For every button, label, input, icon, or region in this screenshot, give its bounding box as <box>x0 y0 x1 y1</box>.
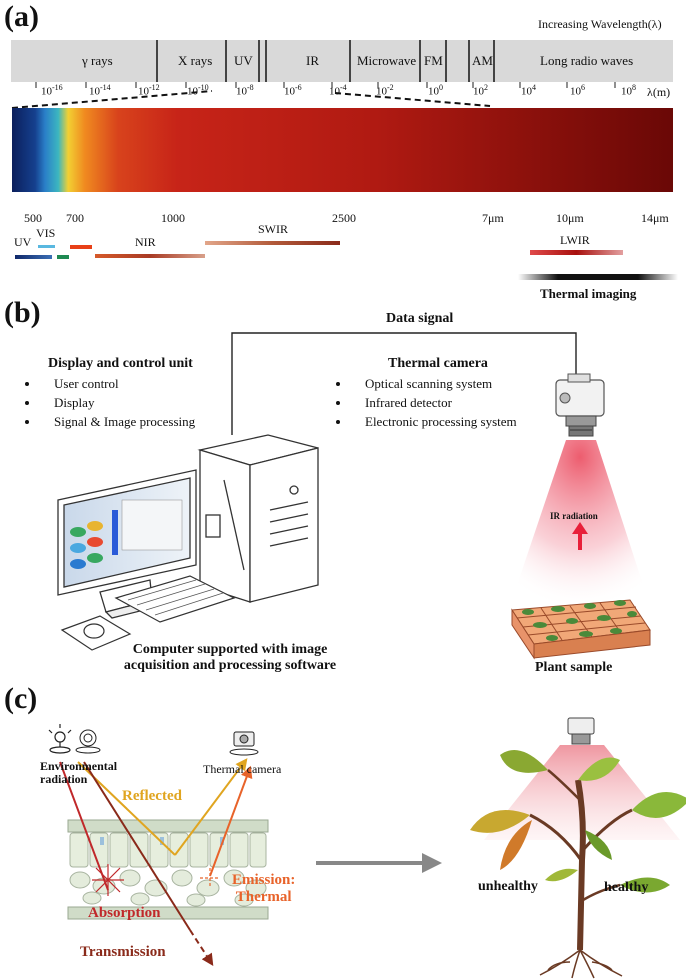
mouse-icon <box>60 615 132 651</box>
camera-item: Optical scanning system <box>351 374 517 393</box>
lambda-unit-label: λ(m) <box>647 85 671 99</box>
tick-label: 108 <box>621 83 636 98</box>
env-line-2: radiation <box>40 772 88 786</box>
camera-item: Infrared detector <box>351 393 517 412</box>
keyboard-icon <box>114 575 236 623</box>
subband-swir-label: SWIR <box>258 222 288 236</box>
band-fm: FM <box>424 53 443 68</box>
band-x-rays: X rays <box>178 53 213 68</box>
thermal-camera-info: Thermal camera Optical scanning system I… <box>364 356 517 431</box>
subband-lwir-label: LWIR <box>560 233 590 247</box>
display-items: User control Display Signal & Image proc… <box>28 374 195 431</box>
computer-caption: Computer supported with image acquisitio… <box>90 642 370 674</box>
transmission-label: Transmission <box>80 944 166 960</box>
display-item: Display <box>40 393 195 412</box>
wl-label-500: 500 <box>24 211 42 225</box>
tick-label: 104 <box>521 83 536 98</box>
wl-label-700: 700 <box>66 211 84 225</box>
tick-label: 10-12 <box>138 83 160 98</box>
tick-label: 10-16 <box>41 83 63 98</box>
absorption-label: Absorption <box>88 905 161 921</box>
light-bulb-icon <box>48 724 72 754</box>
band-microwave: Microwave <box>357 53 417 68</box>
tick-label: 10-4 <box>329 83 347 98</box>
emission-line-2: Thermal <box>235 889 292 905</box>
tick-label: 10-6 <box>284 83 302 98</box>
wl-label-1000: 1000 <box>161 211 185 225</box>
camera-items: Optical scanning system Infrared detecto… <box>339 374 517 431</box>
wl-label-14um: 14μm <box>641 211 669 225</box>
computer-tower-icon <box>197 434 319 603</box>
tick-label: 10-8 <box>236 83 254 98</box>
thermal-setup-graphic <box>57 332 651 660</box>
thermal-camera-c-label: Thermal camera <box>203 762 282 776</box>
data-signal-label: Data signal <box>386 311 454 326</box>
thermal-camera-icon <box>555 373 605 437</box>
panel-c-label: (c) <box>4 682 38 715</box>
tick-label: 10-14 <box>89 83 111 98</box>
emission-line-1: Emission: <box>232 872 296 888</box>
thermal-imaging-label: Thermal imaging <box>540 286 637 301</box>
camera-item: Electronic processing system <box>351 412 517 431</box>
environmental-radiation-label: Environmental radiation <box>40 760 117 786</box>
wl-label-7um: 7μm <box>482 211 504 225</box>
wl-label-10um: 10μm <box>556 211 584 225</box>
display-control-unit: Display and control unit User control Di… <box>48 356 195 431</box>
subband-vis-label: VIS <box>36 226 56 240</box>
thermal-camera-top-icon <box>567 717 595 745</box>
unhealthy-label: unhealthy <box>478 879 538 894</box>
subband-nir-label: NIR <box>135 235 156 249</box>
band-am: AM <box>472 53 493 68</box>
ir-radiation-label: IR radiation <box>550 511 598 521</box>
display-title: Display and control unit <box>48 356 193 371</box>
tick-label: 106 <box>570 83 585 98</box>
thermal-images-on-screen <box>70 499 183 569</box>
plant-illustration <box>470 750 686 979</box>
display-item: Signal & Image processing <box>40 412 195 431</box>
radiation-source-icon <box>75 729 101 754</box>
wl-label-2500: 2500 <box>332 211 356 225</box>
plant-sample-icon <box>511 599 651 660</box>
panel-b-label: (b) <box>4 296 41 329</box>
tick-label: 10-10 <box>187 83 209 98</box>
em-spectrum-graphic <box>11 40 678 280</box>
reflected-label: Reflected <box>122 788 182 804</box>
display-item: User control <box>40 374 195 393</box>
absorption-burst-icon <box>92 864 124 896</box>
band-long-radio-waves: Long radio waves <box>540 53 634 68</box>
healthy-label: healthy <box>604 880 649 895</box>
band-gamma-rays: γ rays <box>82 53 113 68</box>
plant-sample-label: Plant sample <box>535 660 613 675</box>
band-uv: UV <box>234 53 253 68</box>
camera-title: Thermal camera <box>388 356 488 371</box>
tick-label: 10-2 <box>376 83 394 98</box>
thermal-camera-small-icon <box>229 731 259 756</box>
increasing-wavelength-label: Increasing Wavelength(λ) <box>538 17 662 31</box>
panel-a-label: (a) <box>4 0 39 33</box>
tick-label: 100 <box>428 83 443 98</box>
computer-caption-line-2: acquisition and processing software <box>123 658 337 673</box>
computer-caption-line-1: Computer supported with image <box>132 642 328 657</box>
env-line-1: Environmental <box>40 759 118 773</box>
leaf-interaction-graphic <box>48 717 686 979</box>
band-ir: IR <box>306 53 319 68</box>
emission-thermal-label: Emission: Thermal <box>232 872 295 906</box>
tick-label: 102 <box>473 83 488 98</box>
subband-uv-label: UV <box>14 235 32 249</box>
